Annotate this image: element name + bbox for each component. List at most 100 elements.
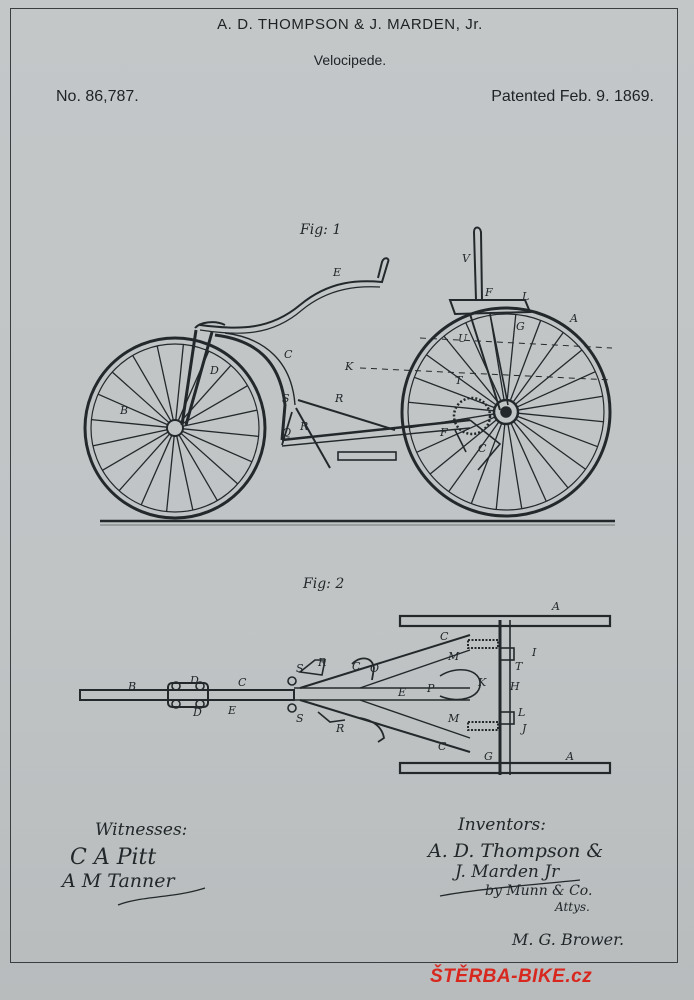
attorney-signature: by Munn & Co. <box>485 883 593 899</box>
reference-letter: K <box>344 360 354 373</box>
reference-letter: E <box>227 704 236 717</box>
wheel-spoke <box>182 428 259 438</box>
reference-letter: C <box>440 630 449 643</box>
reference-letter: E <box>332 266 341 279</box>
reference-letter: L <box>517 706 525 719</box>
wheel-spoke <box>165 435 175 512</box>
site-watermark: ŠTĚRBA-BIKE.cz <box>430 966 592 988</box>
reference-letter: C <box>438 740 447 753</box>
wheel-spoke <box>507 423 523 509</box>
wheel-spoke <box>91 418 168 428</box>
witnesses-heading: Witnesses: <box>95 820 188 840</box>
wheel-spoke <box>516 415 598 448</box>
patent-title: Velocipede. <box>313 52 387 68</box>
wheel-spoke <box>495 423 506 510</box>
inventors-heading: A. D. THOMPSON & J. MARDEN, Jr. <box>217 16 483 33</box>
wheel-spoke <box>182 409 258 427</box>
reference-letter: G <box>484 750 493 763</box>
wheel-spoke <box>515 418 586 470</box>
reference-letter: C <box>238 676 247 689</box>
inventor-signature-2: J. Marden Jr <box>455 862 560 882</box>
wheel-spoke <box>118 433 171 492</box>
wheel-spoke <box>516 371 596 408</box>
reference-letter: B <box>127 680 136 693</box>
figure-1-side-view <box>83 226 615 526</box>
reference-letter: M <box>447 650 460 663</box>
inventor-signature-1: A. D. Thompson & <box>428 840 604 862</box>
reference-letter: S <box>282 392 290 405</box>
wheel-spoke <box>414 376 496 409</box>
inventors-sig-heading: Inventors: <box>458 815 546 835</box>
wheel-spoke <box>180 432 239 485</box>
reference-letter: R <box>299 420 308 433</box>
fig1-label: Fig: 1 <box>300 222 342 238</box>
reference-letter: A <box>565 750 574 763</box>
wheel-spoke <box>408 401 495 412</box>
wheel-spoke <box>97 393 168 426</box>
reference-letter: C <box>284 348 293 361</box>
watermark-separator: - <box>511 966 518 987</box>
reference-letter: R <box>317 656 326 669</box>
reference-letter: P <box>426 682 435 695</box>
reference-letter: L <box>521 290 529 303</box>
wheel-spoke <box>510 422 547 502</box>
reference-letter: S <box>296 662 304 675</box>
reference-letter: Q <box>282 426 291 439</box>
patent-number: No. 86,787. <box>56 88 139 105</box>
wheel-spoke <box>517 412 604 423</box>
wheel-spoke <box>156 345 174 421</box>
witness-signature-3: M. G. Brower. <box>512 930 625 949</box>
wheel-spoke <box>182 430 253 463</box>
watermark-main: ŠTĚRBA <box>430 966 512 987</box>
reference-letter: I <box>531 646 537 659</box>
reference-letter: S <box>296 712 304 725</box>
reference-letter: D <box>209 364 219 377</box>
wheel-spoke <box>513 420 569 489</box>
front-wheel <box>83 336 267 520</box>
reference-letter: D <box>192 706 202 719</box>
wheel-spoke <box>416 416 496 453</box>
wheel-spoke <box>102 431 169 471</box>
reference-letter: R <box>335 722 344 735</box>
reference-letter: F <box>484 286 493 299</box>
border-frame <box>10 8 678 963</box>
signature-flourishes <box>117 879 581 906</box>
reference-letter: H <box>509 680 520 693</box>
reference-letter: R <box>334 392 343 405</box>
reference-letter: K <box>477 676 487 689</box>
wheel-spoke <box>140 435 173 506</box>
wheel-spoke <box>92 429 168 447</box>
wheel-spoke <box>176 435 194 511</box>
wheel-spoke <box>443 335 499 404</box>
wheel-spoke <box>517 395 603 411</box>
attorney-abbrev: Attys. <box>555 900 590 914</box>
rear-wheel <box>400 306 612 518</box>
wheel-spoke <box>111 371 170 424</box>
reference-letter: C <box>352 660 361 673</box>
reference-letter: E <box>397 686 406 699</box>
reference-letter: T <box>515 660 524 673</box>
wheel-spoke <box>175 344 185 421</box>
reference-letter: U <box>458 332 468 345</box>
wheel-spoke <box>509 320 542 402</box>
wheel-spoke <box>448 421 500 492</box>
witness-signature-1: C A Pitt <box>70 845 157 870</box>
witness-signature-2: A M Tanner <box>62 870 175 892</box>
fig2-label: Fig: 2 <box>303 576 345 592</box>
patent-date: Patented Feb. 9. 1869. <box>491 88 654 105</box>
wheel-spoke <box>465 322 502 402</box>
reference-letter: A <box>569 312 578 325</box>
reference-letter: O <box>370 662 379 675</box>
reference-letter: V <box>462 252 471 265</box>
wheel-spoke <box>512 332 564 403</box>
reference-letter: J <box>520 722 527 735</box>
reference-letter: T <box>455 374 464 387</box>
reference-letter: M <box>447 712 460 725</box>
wheel-spoke <box>506 314 517 401</box>
watermark-tail: BIKE.cz <box>517 966 593 987</box>
reference-letter: A <box>551 600 560 613</box>
reference-letter: C <box>478 442 487 455</box>
